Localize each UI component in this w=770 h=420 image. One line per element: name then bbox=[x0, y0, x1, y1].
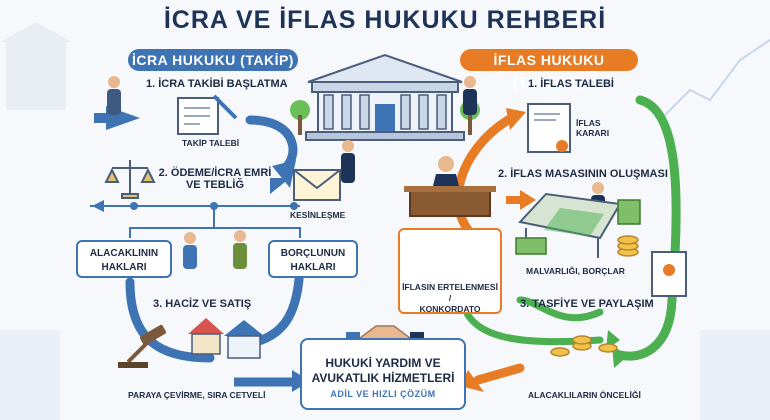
postpone-line1: İFLASIN ERTELENMESİ / bbox=[402, 282, 498, 303]
help-line1: HUKUKİ YARDIM VE bbox=[325, 356, 441, 370]
decision-line2: KARARI bbox=[576, 128, 610, 138]
money-stack-icon bbox=[515, 199, 641, 255]
coins-icon bbox=[550, 235, 639, 357]
certificate-icon bbox=[651, 251, 687, 297]
left-step3-caption: PARAYA ÇEVİRME, SIRA CETVELİ bbox=[128, 390, 266, 400]
left-step3-label: 3. HACİZ VE SATIŞ bbox=[153, 298, 252, 310]
left-flow-arrows bbox=[125, 115, 305, 363]
document-icon bbox=[177, 94, 238, 135]
creditor-line2: HAKLARI bbox=[101, 262, 147, 273]
right-step3-caption: ALACAKLILARIN ÖNCELİĞİ bbox=[528, 390, 641, 400]
judge-desk-icon bbox=[404, 156, 496, 217]
background-buildings bbox=[0, 22, 770, 420]
decision-label: İFLAS KARARI bbox=[576, 118, 609, 138]
left-step2-label: 2. ÖDEME/İCRA EMRİ VE TEBLİĞ bbox=[150, 167, 280, 191]
help-line2: AVUKATLIK HİZMETLERİ bbox=[311, 371, 455, 385]
right-section-header: İFLAS HUKUKU (TASFİYE) bbox=[460, 49, 638, 90]
debtor-line2: HAKLARI bbox=[290, 262, 336, 273]
debtor-line1: BORÇLUNUN bbox=[280, 248, 346, 259]
gavel-icon bbox=[118, 324, 167, 368]
right-step1-label: 1. İFLAS TALEBİ bbox=[528, 78, 614, 90]
house-icon bbox=[188, 318, 264, 359]
left-step2-caption: KESİNLEŞME bbox=[290, 210, 346, 220]
right-arrow-heads bbox=[460, 108, 628, 392]
envelope-icon bbox=[293, 169, 341, 201]
scales-icon bbox=[104, 160, 156, 199]
left-section-header: İCRA HUKUKU (TAKİP) bbox=[128, 49, 298, 71]
debtor-rights-box: BORÇLUNUN HAKLARI bbox=[268, 240, 358, 278]
left-step1-caption: TAKİP TALEBİ bbox=[182, 138, 240, 148]
page-title: İCRA VE İFLAS HUKUKU REHBERİ bbox=[163, 6, 607, 34]
left-step2-line2: VE TEBLİĞ bbox=[185, 179, 245, 191]
right-step3-label: 3. TASFİYE VE PAYLAŞIM bbox=[520, 298, 654, 310]
left-step1-label: 1. İCRA TAKİBİ BAŞLATMA bbox=[146, 78, 288, 90]
timeline bbox=[90, 200, 301, 238]
courthouse-icon bbox=[290, 53, 480, 141]
postpone-line2: KONKORDATO bbox=[419, 304, 481, 314]
right-step2-caption: MALVARLIĞI, BORÇLAR bbox=[526, 266, 625, 276]
left-step2-line1: 2. ÖDEME/İCRA EMRİ bbox=[158, 167, 272, 179]
decision-document-icon bbox=[527, 103, 571, 153]
postponement-box: İFLASIN ERTELENMESİ / KONKORDATO bbox=[398, 228, 502, 314]
legal-help-box: HUKUKİ YARDIM VE AVUKATLIK HİZMETLERİ AD… bbox=[300, 338, 466, 410]
help-subtitle: ADİL VE HIZLI ÇÖZÜM bbox=[330, 389, 436, 399]
right-step2-label: 2. İFLAS MASASININ OLUŞMASI bbox=[498, 168, 668, 180]
creditor-line1: ALACAKLININ bbox=[89, 248, 159, 259]
decision-line1: İFLAS bbox=[576, 118, 601, 128]
creditor-rights-box: ALACAKLININ HAKLARI bbox=[76, 240, 172, 278]
